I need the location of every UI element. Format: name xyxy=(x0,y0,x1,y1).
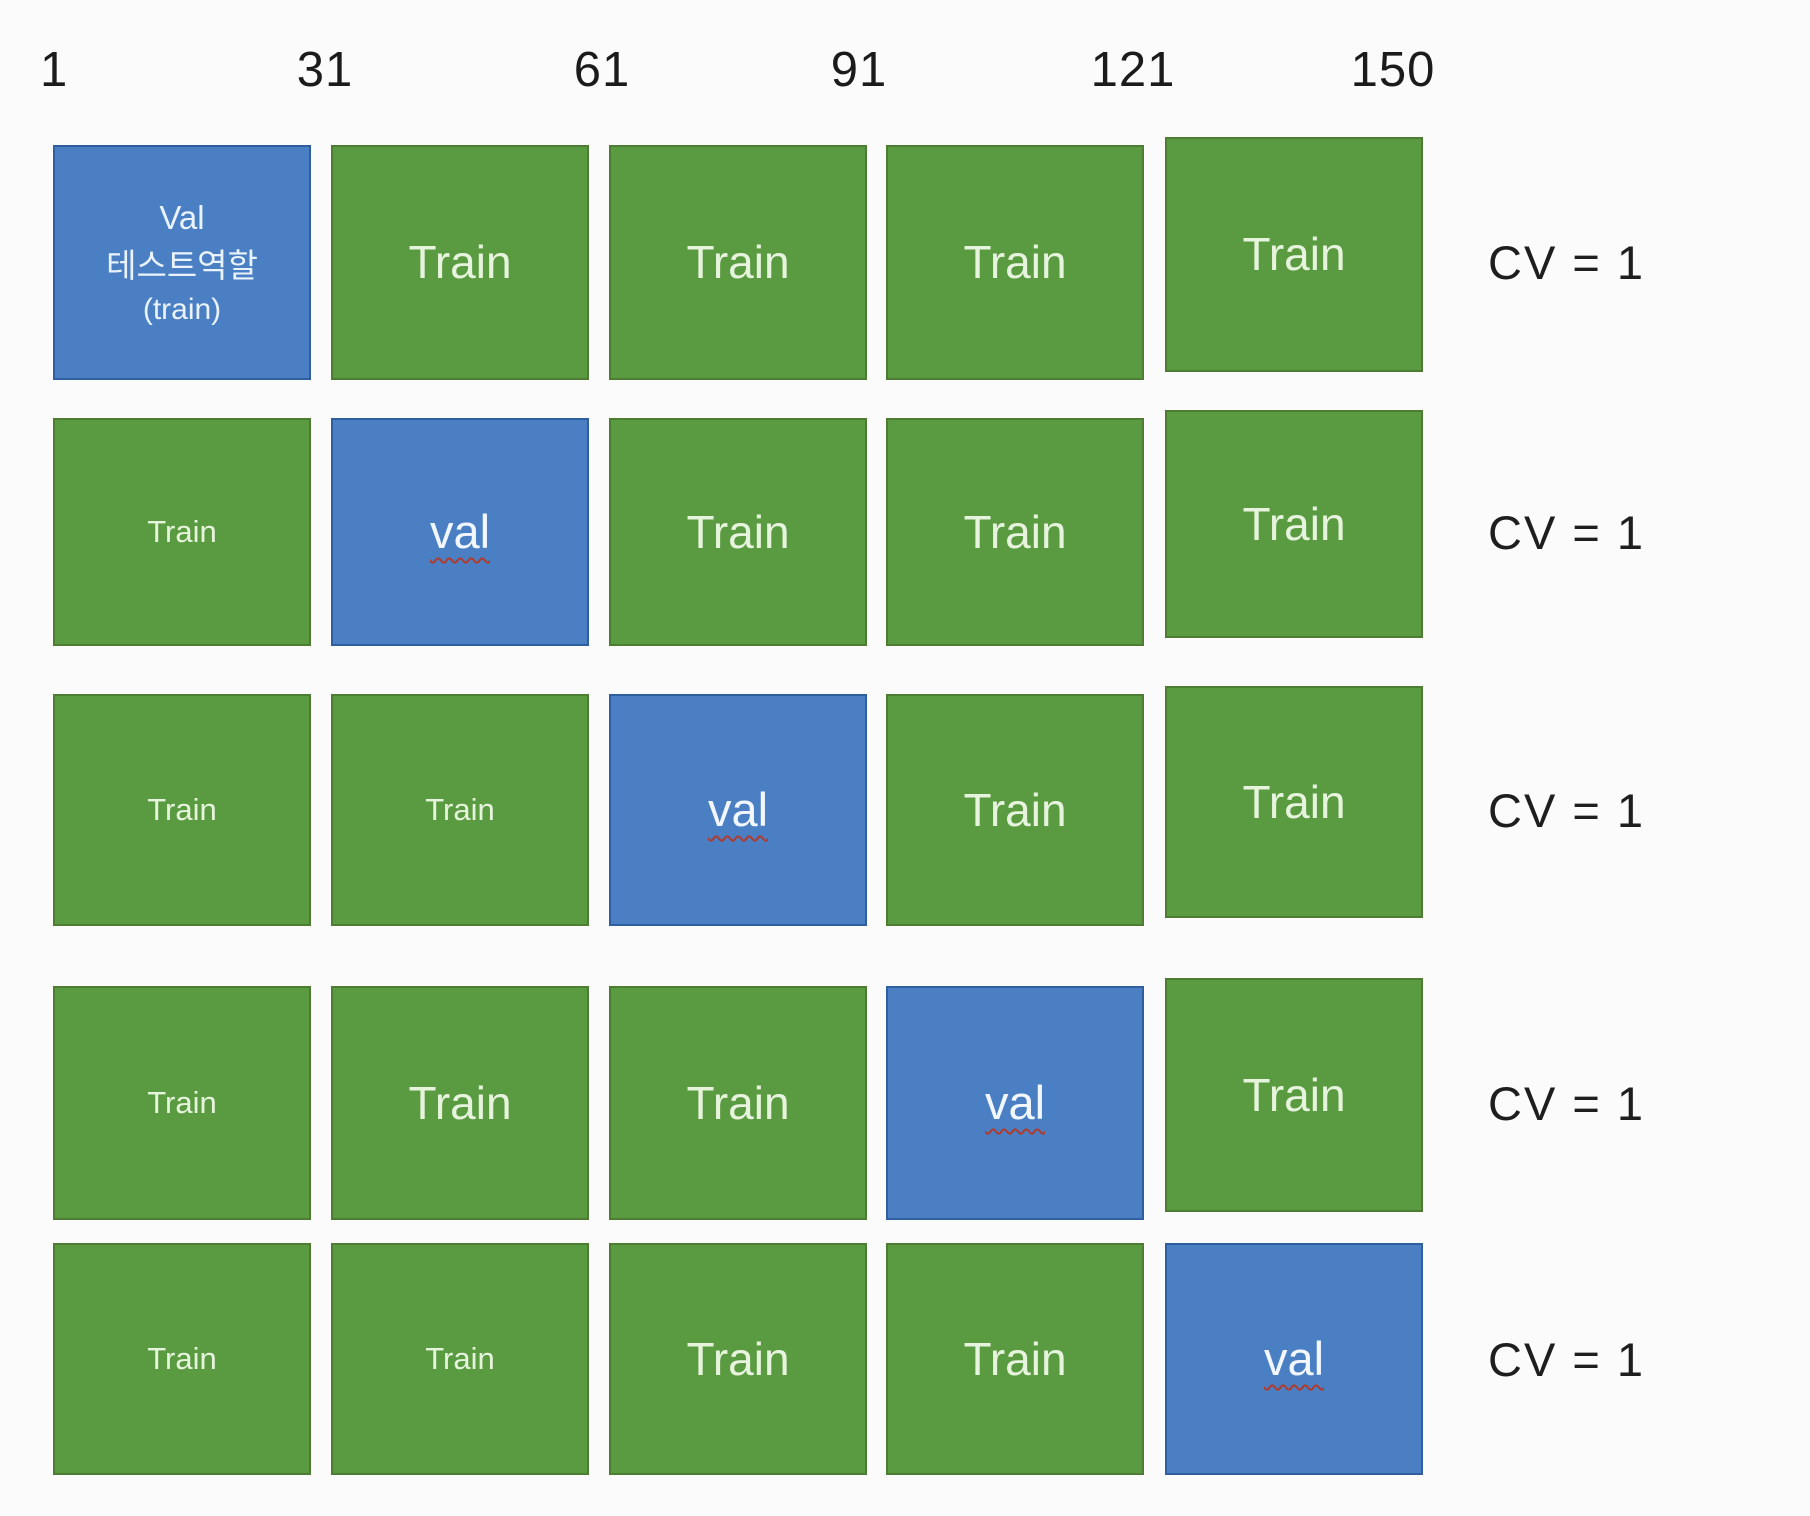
cell-label: Train xyxy=(963,236,1067,289)
train-cell: Train xyxy=(1165,686,1423,918)
cell-label: val xyxy=(984,1076,1046,1130)
train-cell: Train xyxy=(331,1243,589,1475)
cell-label: Train xyxy=(408,1076,512,1129)
train-cell: Train xyxy=(886,1243,1144,1475)
cell-label: Train xyxy=(425,791,495,827)
axis-tick: 91 xyxy=(830,43,888,97)
val-cell: val xyxy=(886,986,1144,1220)
val-cell: val xyxy=(609,694,867,926)
axis-tick: 150 xyxy=(1350,43,1436,97)
train-cell: Train xyxy=(1165,410,1423,638)
axis-tick: 121 xyxy=(1090,43,1176,97)
cell-label: 테스트역할 xyxy=(106,246,258,284)
cv-label: CV = 1 xyxy=(1488,783,1645,837)
cell-label: Train xyxy=(1242,1068,1346,1121)
cell-label: val xyxy=(429,505,491,559)
train-cell: Train xyxy=(1165,978,1423,1212)
train-cell: Train xyxy=(331,145,589,380)
train-cell: Train xyxy=(53,986,311,1220)
cell-label: Train xyxy=(1242,775,1346,828)
train-cell: Train xyxy=(609,986,867,1220)
cell-label: Train xyxy=(686,1076,790,1129)
axis-tick: 1 xyxy=(40,43,69,97)
train-cell: Train xyxy=(609,145,867,380)
train-cell: Train xyxy=(886,418,1144,646)
axis-tick: 61 xyxy=(573,43,631,97)
train-cell: Train xyxy=(1165,137,1423,372)
cell-label-stack: Val 테스트역할 (train) xyxy=(106,197,258,328)
val-cell: val xyxy=(1165,1243,1423,1475)
cell-label: Train xyxy=(963,505,1067,558)
train-cell: Train xyxy=(886,694,1144,926)
train-cell: Train xyxy=(609,418,867,646)
cell-label: Train xyxy=(686,236,790,289)
cell-label: Train xyxy=(1242,228,1346,281)
cell-label: Train xyxy=(425,1340,495,1376)
cell-label: Val xyxy=(159,199,205,237)
val-cell: val xyxy=(331,418,589,646)
cell-label: val xyxy=(1263,1332,1325,1386)
cell-label: Train xyxy=(408,236,512,289)
cv-label: CV = 1 xyxy=(1488,236,1645,289)
cell-label: val xyxy=(707,783,769,837)
cv-label: CV = 1 xyxy=(1488,505,1645,559)
train-cell: Train xyxy=(331,986,589,1220)
cell-label: Train xyxy=(686,1332,790,1385)
train-cell: Train xyxy=(53,1243,311,1475)
cell-label: Train xyxy=(147,791,217,827)
train-cell: Train xyxy=(609,1243,867,1475)
train-cell: Train xyxy=(53,418,311,646)
cell-label: (train) xyxy=(142,292,222,326)
train-cell: Train xyxy=(331,694,589,926)
cell-label: Train xyxy=(963,783,1067,836)
cell-label: Train xyxy=(147,1340,217,1376)
axis-tick: 31 xyxy=(296,43,354,97)
cv-label: CV = 1 xyxy=(1488,1332,1645,1386)
cell-label: Train xyxy=(147,1084,217,1120)
cell-label: Train xyxy=(1242,497,1346,550)
cell-label: Train xyxy=(963,1332,1067,1385)
train-cell: Train xyxy=(886,145,1144,380)
cv-label: CV = 1 xyxy=(1488,1076,1645,1130)
cell-label: Train xyxy=(147,513,217,549)
train-cell: Train xyxy=(53,694,311,926)
cell-label: Train xyxy=(686,505,790,558)
val-cell: Val 테스트역할 (train) xyxy=(53,145,311,380)
